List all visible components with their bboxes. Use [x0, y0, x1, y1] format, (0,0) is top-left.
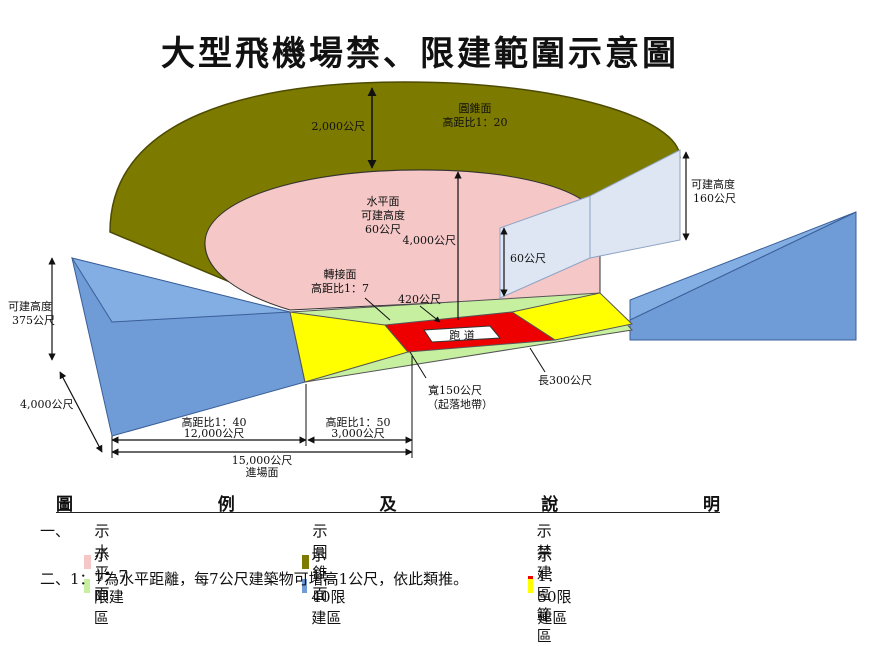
approach-label: 進場面: [246, 466, 279, 479]
conical-name: 圓錐面: [459, 101, 492, 115]
left-height-label-1: 可建高度: [8, 299, 52, 313]
ratio-40-label: 高距比1：40: [182, 415, 247, 429]
right-height-label-1: 可建高度: [691, 177, 735, 191]
runway-label: 跑 道: [449, 328, 475, 342]
dist-12000-label: 12,000公尺: [184, 427, 245, 440]
horizontal-label-2: 可建高度: [361, 208, 405, 222]
legend-head-char: 說: [541, 495, 559, 515]
conical-ratio: 高距比1：20: [443, 115, 508, 129]
ratio-50-label: 高距比1：50: [326, 415, 391, 429]
left-height-label-2: 375公尺: [12, 314, 55, 327]
conical-legend-label: 示圓錐面: [312, 522, 328, 603]
page-title: 大型飛機場禁、限建範圍示意圖: [161, 34, 679, 74]
legend-rule: [56, 512, 720, 513]
conical-width-label: 2,000公尺: [312, 120, 366, 133]
legend-conical: 示圓錐面: [302, 520, 337, 604]
transition-label-2: 高距比1：7: [311, 281, 369, 295]
legend-head-char: 例: [217, 495, 235, 515]
width-4000-label: 4,000公尺: [20, 398, 74, 411]
ratio7-swatch: [84, 579, 90, 593]
legend-item-number: 一、: [40, 522, 71, 540]
airport-diagram: 跑 道 圓錐面 高距比1：20 2,000公尺 水平面 可建高度 60公尺 4,…: [8, 81, 857, 479]
horizontal-swatch: [84, 555, 91, 569]
dist-15000-label: 15,000公尺: [232, 454, 293, 467]
width-150-label-1: 寬150公尺: [428, 383, 482, 397]
length-300-label: 長300公尺: [538, 374, 592, 387]
transition-label-1: 轉接面: [324, 268, 357, 281]
ratio40-swatch: [302, 579, 308, 593]
radius-label: 4,000公尺: [403, 234, 457, 247]
legend-head-char: 圖: [56, 495, 73, 515]
horizontal-label-1: 水平面: [367, 195, 400, 208]
legend-header: 圖 例 及 說 明: [56, 490, 720, 515]
dist-420-label: 420公尺: [398, 293, 441, 306]
dist-3000-label: 3,000公尺: [331, 427, 385, 440]
ratio50-legend-label: 示1：50限建區: [537, 546, 572, 627]
conical-swatch: [302, 555, 309, 569]
legend-head-char: 及: [379, 495, 397, 515]
right-height-label-2: 160公尺: [693, 192, 736, 205]
legend-ratio50: 示1：50限建區: [528, 544, 573, 628]
width-150-label-2: （起落地帶）: [427, 398, 493, 411]
horizontal-label-3: 60公尺: [365, 223, 401, 236]
legend-horizontal: 示水平面: [84, 520, 119, 604]
ratio50-swatch: [528, 579, 534, 593]
side-height-label: 60公尺: [510, 252, 546, 265]
legend-head-char: 明: [703, 495, 720, 515]
horizontal-legend-label: 示水平面: [94, 522, 110, 603]
legend-note: 二、1：7為水平距離，每7公尺建築物可增高1公尺，依此類推。: [40, 570, 469, 588]
runway: [423, 325, 502, 343]
